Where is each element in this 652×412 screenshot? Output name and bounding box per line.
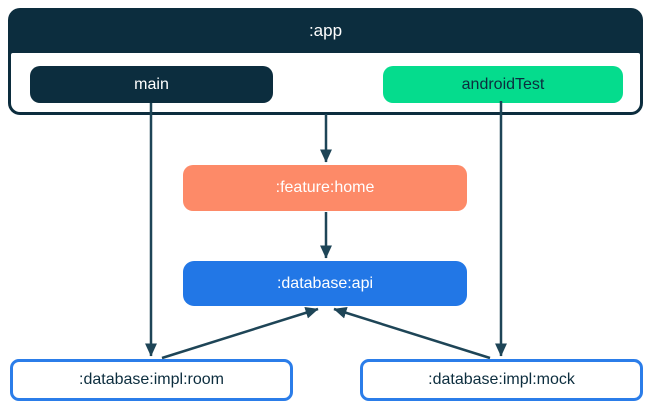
node-database-impl-room: :database:impl:room (10, 359, 293, 401)
node-feature-home-label: :feature:home (275, 179, 375, 196)
node-database-impl-mock-label: :database:impl:mock (428, 371, 575, 388)
node-database-api: :database:api (183, 261, 467, 306)
node-app-header: :app (8, 8, 643, 53)
node-database-impl-mock: :database:impl:mock (360, 359, 643, 401)
node-database-impl-room-label: :database:impl:room (79, 371, 224, 388)
node-main-label: main (134, 75, 169, 93)
node-feature-home: :feature:home (183, 165, 467, 211)
node-app-container: :app main androidTest (8, 8, 643, 115)
node-app-label: :app (308, 20, 343, 40)
node-android-test-label: androidTest (461, 75, 545, 93)
node-main: main (30, 66, 273, 103)
node-android-test: androidTest (383, 66, 623, 103)
edge-database-impl-room-to-database-api (161, 307, 319, 360)
node-database-api-label: :database:api (276, 274, 374, 292)
edge-database-impl-mock-to-database-api (333, 307, 491, 360)
